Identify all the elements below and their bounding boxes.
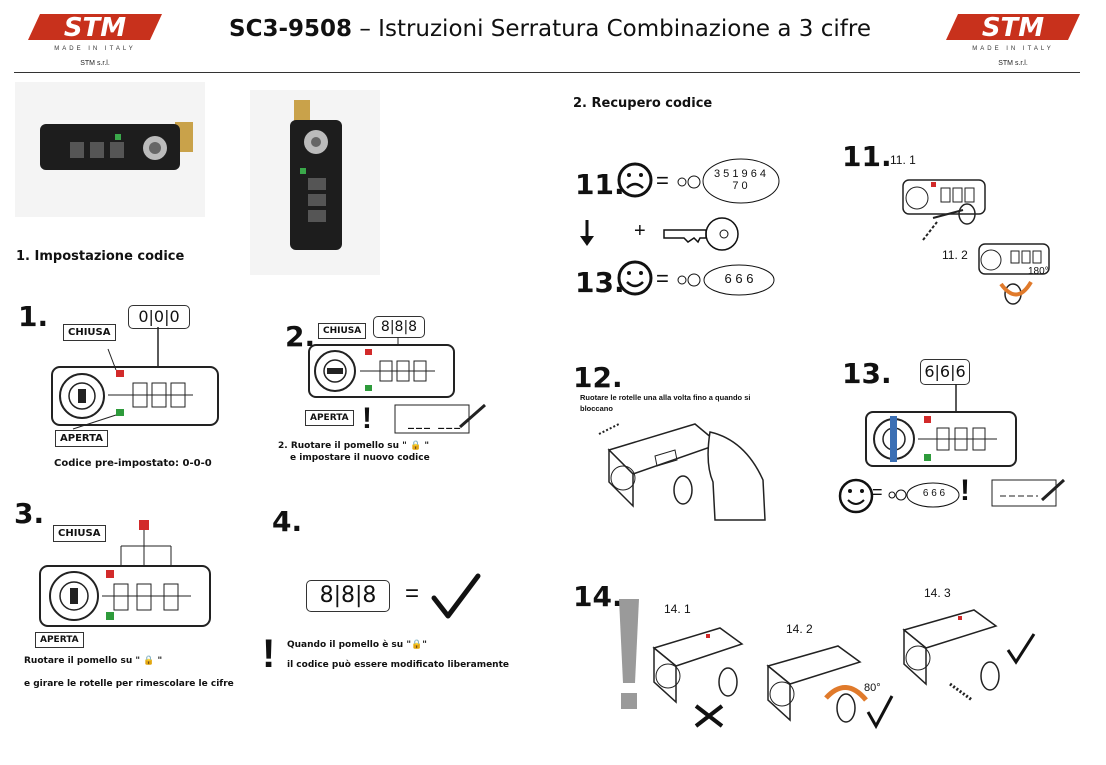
lock-photo-vertical: [250, 90, 380, 275]
step-caption-line2: bloccano: [580, 404, 613, 413]
step-caption-line2: e girare le rotelle per rimescolare le c…: [24, 679, 234, 689]
key-icon: [663, 217, 739, 251]
page-title: SC3-9508 – Istruzioni Serratura Combinaz…: [229, 16, 871, 42]
lock-key-turn-illustration: [978, 243, 1050, 305]
step-number: 13.: [575, 266, 625, 299]
svg-text:STM: STM: [64, 13, 126, 43]
plus-sign: +: [634, 220, 646, 242]
equals-sign: =: [656, 168, 669, 193]
sub-step-label: 14. 1: [664, 602, 691, 616]
closed-label: CHIUSA: [318, 323, 367, 339]
stm-logo-mark: STM: [946, 13, 1080, 43]
thought-cloud-icon: [677, 264, 775, 296]
step-caption-line1: 2. Ruotare il pomello su " 🔒 ": [278, 441, 430, 451]
note-line2: il codice può essere modificato liberame…: [287, 660, 509, 670]
step-caption-line2: e impostare il nuovo codice: [290, 453, 430, 463]
sub-step-label: 14. 3: [924, 586, 951, 600]
exclaim-icon: !: [262, 632, 276, 676]
step-number: 11.: [575, 168, 625, 201]
cloud-digits: 6 6 6: [922, 488, 946, 499]
happy-face-icon: [617, 260, 653, 296]
header-divider: [14, 72, 1080, 73]
angle-label: 80°: [864, 682, 881, 694]
hand-rotating-dials-illustration: [598, 423, 766, 521]
lock-diagram: [39, 520, 211, 627]
open-label: APERTA: [55, 430, 108, 447]
svg-text:STM: STM: [982, 13, 1044, 43]
step-number: 11.: [842, 140, 892, 173]
company-name: STM s.r.l.: [80, 60, 110, 67]
code-display: 8|8|8: [306, 580, 390, 612]
sad-face-icon: [617, 162, 653, 198]
logo-tagline: MADE IN ITALY: [54, 46, 136, 52]
open-label: APERTA: [35, 632, 84, 648]
note-line1: Quando il pomello è su "🔒": [287, 640, 427, 650]
code-display: 0|0|0: [128, 305, 190, 329]
sub-step-label: 11. 1: [890, 153, 916, 167]
thought-cloud-icon: [677, 158, 780, 204]
exclaim-icon: [619, 599, 639, 709]
logo-tagline: MADE IN ITALY: [972, 46, 1054, 52]
step-caption-line1: Ruotare il pomello su " 🔒 ": [24, 656, 163, 666]
stm-logo-mark: STM: [28, 13, 162, 43]
lock-diagram: [308, 337, 486, 434]
exclaim-icon: !: [362, 402, 372, 435]
step-number: 13.: [842, 357, 892, 390]
cloud-digits: 3 5 1 9 6 4 7 0: [714, 168, 766, 192]
lock-diagram: [865, 384, 1017, 467]
equals-sign: =: [872, 482, 883, 502]
lock-key-turn-illustration: [766, 645, 894, 730]
equals-sign: =: [405, 580, 420, 607]
step-caption-line1: Ruotare le rotelle una alla volta fino a…: [580, 393, 751, 402]
write-code-icon: [991, 478, 1066, 507]
step-number: 3.: [14, 497, 45, 530]
closed-label: CHIUSA: [53, 525, 106, 542]
arrow-down-icon: [580, 220, 594, 246]
thought-cloud-icon: [888, 482, 960, 508]
step-number: 14.: [573, 580, 623, 613]
code-display: 8|8|8: [373, 316, 425, 338]
happy-face-icon: [838, 478, 874, 514]
lock-key-insert-illustration: [902, 179, 986, 241]
company-name: STM s.r.l.: [998, 60, 1028, 67]
open-label: APERTA: [305, 410, 354, 426]
equals-sign: =: [656, 266, 669, 291]
step-number: 12.: [573, 361, 623, 394]
step-number: 1.: [18, 300, 49, 333]
stm-logo-right: STM MADE IN ITALY STM s.r.l.: [938, 6, 1088, 76]
cloud-digits: 6 6 6: [724, 271, 754, 286]
checkmark-icon: [431, 573, 481, 619]
stm-logo-left: STM MADE IN ITALY STM s.r.l.: [20, 6, 170, 76]
section-heading-2: 2. Recupero codice: [573, 96, 713, 111]
sub-step-label: 14. 2: [786, 622, 813, 636]
step-caption: Codice pre-impostato: 0-0-0: [54, 458, 212, 469]
sub-step-label: 11. 2: [942, 248, 968, 262]
code-display: 6|6|6: [920, 359, 970, 385]
step-number: 4.: [272, 505, 303, 538]
closed-label: CHIUSA: [63, 324, 116, 341]
lock-key-remove-illustration: [902, 609, 1036, 702]
lock-diagram: [51, 327, 219, 430]
exclaim-icon: !: [960, 474, 970, 507]
angle-label: 180°: [1028, 266, 1049, 277]
lock-key-blocked-illustration: [652, 627, 744, 728]
section-heading-1: 1. Impostazione codice: [16, 249, 185, 264]
lock-photo-horizontal: [15, 82, 205, 217]
code-blank: ___ ___: [408, 415, 463, 429]
